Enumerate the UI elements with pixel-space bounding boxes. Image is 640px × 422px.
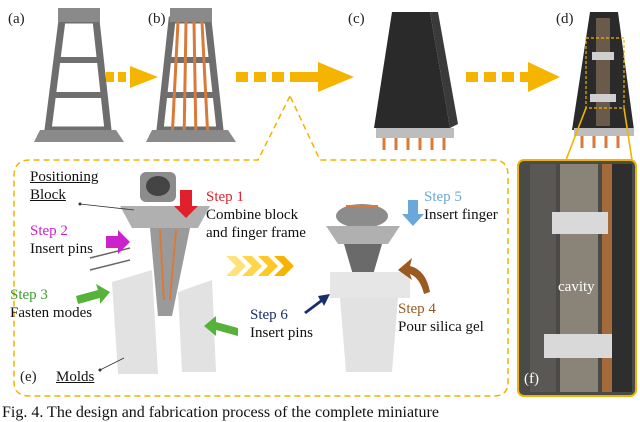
assembly-right xyxy=(326,204,410,372)
step6-desc: Insert pins xyxy=(250,325,313,341)
step3-title: Step 3 xyxy=(10,287,48,303)
label-block: Block xyxy=(30,187,66,203)
step4-title: Step 4 xyxy=(398,301,436,317)
figure-caption: Fig. 4. The design and fabrication proce… xyxy=(2,404,439,421)
zoom-cavity-f xyxy=(517,159,637,397)
finger-d xyxy=(572,12,634,148)
chevrons xyxy=(226,256,294,276)
step2-arrow xyxy=(106,230,130,254)
finger-c xyxy=(374,12,458,150)
label-positioning: Positioning xyxy=(30,169,99,185)
step5-desc: Insert finger xyxy=(424,207,498,223)
panel-label-f: (f) xyxy=(524,371,539,387)
label-molds: Molds xyxy=(56,369,95,385)
panel-label-b: (b) xyxy=(148,11,166,27)
step3-arrow-left xyxy=(76,284,110,304)
frame-a xyxy=(34,8,124,142)
step1-desc-2: and finger frame xyxy=(206,225,306,241)
process-arrow-1 xyxy=(106,66,158,88)
step2-desc: Insert pins xyxy=(30,241,93,257)
step3-arrow-right xyxy=(204,316,238,336)
panel-label-a: (a) xyxy=(8,11,25,27)
step6-arrow xyxy=(304,294,330,314)
frame-b xyxy=(146,8,236,143)
step4-desc: Pour silica gel xyxy=(398,319,484,335)
process-arrow-3 xyxy=(466,62,560,92)
panel-label-d: (d) xyxy=(556,11,574,27)
step5-arrow xyxy=(402,200,424,226)
assembly-left xyxy=(89,172,216,374)
panel-label-e: (e) xyxy=(20,369,37,385)
panel-label-c: (c) xyxy=(348,11,365,27)
label-cavity: cavity xyxy=(558,279,595,295)
dashed-outline-e xyxy=(13,95,509,397)
step1-arrow xyxy=(174,190,198,218)
step1-desc-1: Combine block xyxy=(206,207,299,223)
step3-desc: Fasten modes xyxy=(10,305,93,321)
process-arrow-2 xyxy=(236,62,354,92)
step1-title: Step 1 xyxy=(206,189,244,205)
step4-arrow xyxy=(398,258,430,294)
step5-title: Step 5 xyxy=(424,189,462,205)
step2-title: Step 2 xyxy=(30,223,68,239)
step6-title: Step 6 xyxy=(250,307,288,323)
